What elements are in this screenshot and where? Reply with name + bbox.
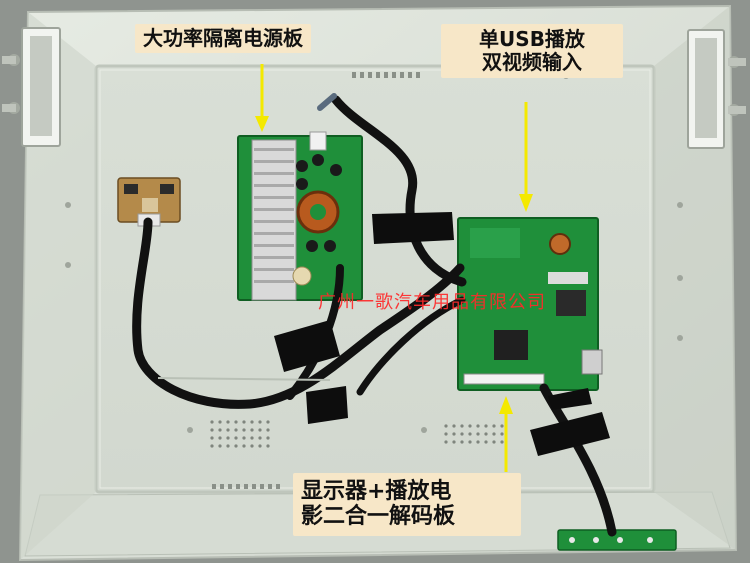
company-watermark: 广州一歌汽车用品有限公司 [318,292,546,313]
decoder-board-label-line1: 显示器+播放电 [301,479,452,504]
decoder-board-pcb [457,217,603,391]
power-board-label-text: 大功率隔离电源板 [143,26,303,50]
left-mount-bracket [2,27,61,147]
arrow-to-power-board [255,64,269,132]
vent-grille-left [210,420,270,448]
usb-input-label-line2: 双视频输入 [482,50,582,74]
ir-sensor-board [557,529,677,551]
power-board-pcb [237,131,363,301]
right-mount-bracket [687,29,746,149]
vent-slots-top [352,72,420,78]
vent-grille-right [444,424,504,444]
arrow-to-usb-board [519,102,533,212]
usb-input-label-line1: 单USB播放 [479,27,585,51]
electrical-tape [274,212,610,456]
usb-input-label: 单USB播放 双视频输入 [441,24,623,78]
decoder-board-label-line2: 影二合一解码板 [301,504,456,530]
power-board-label: 大功率隔离电源板 [135,24,311,53]
decoder-board-label: 显示器+播放电 影二合一解码板 [293,473,521,536]
metal-rod [157,377,331,381]
arrow-to-decoder-board [499,396,513,472]
vent-slots-bottom [212,484,280,489]
